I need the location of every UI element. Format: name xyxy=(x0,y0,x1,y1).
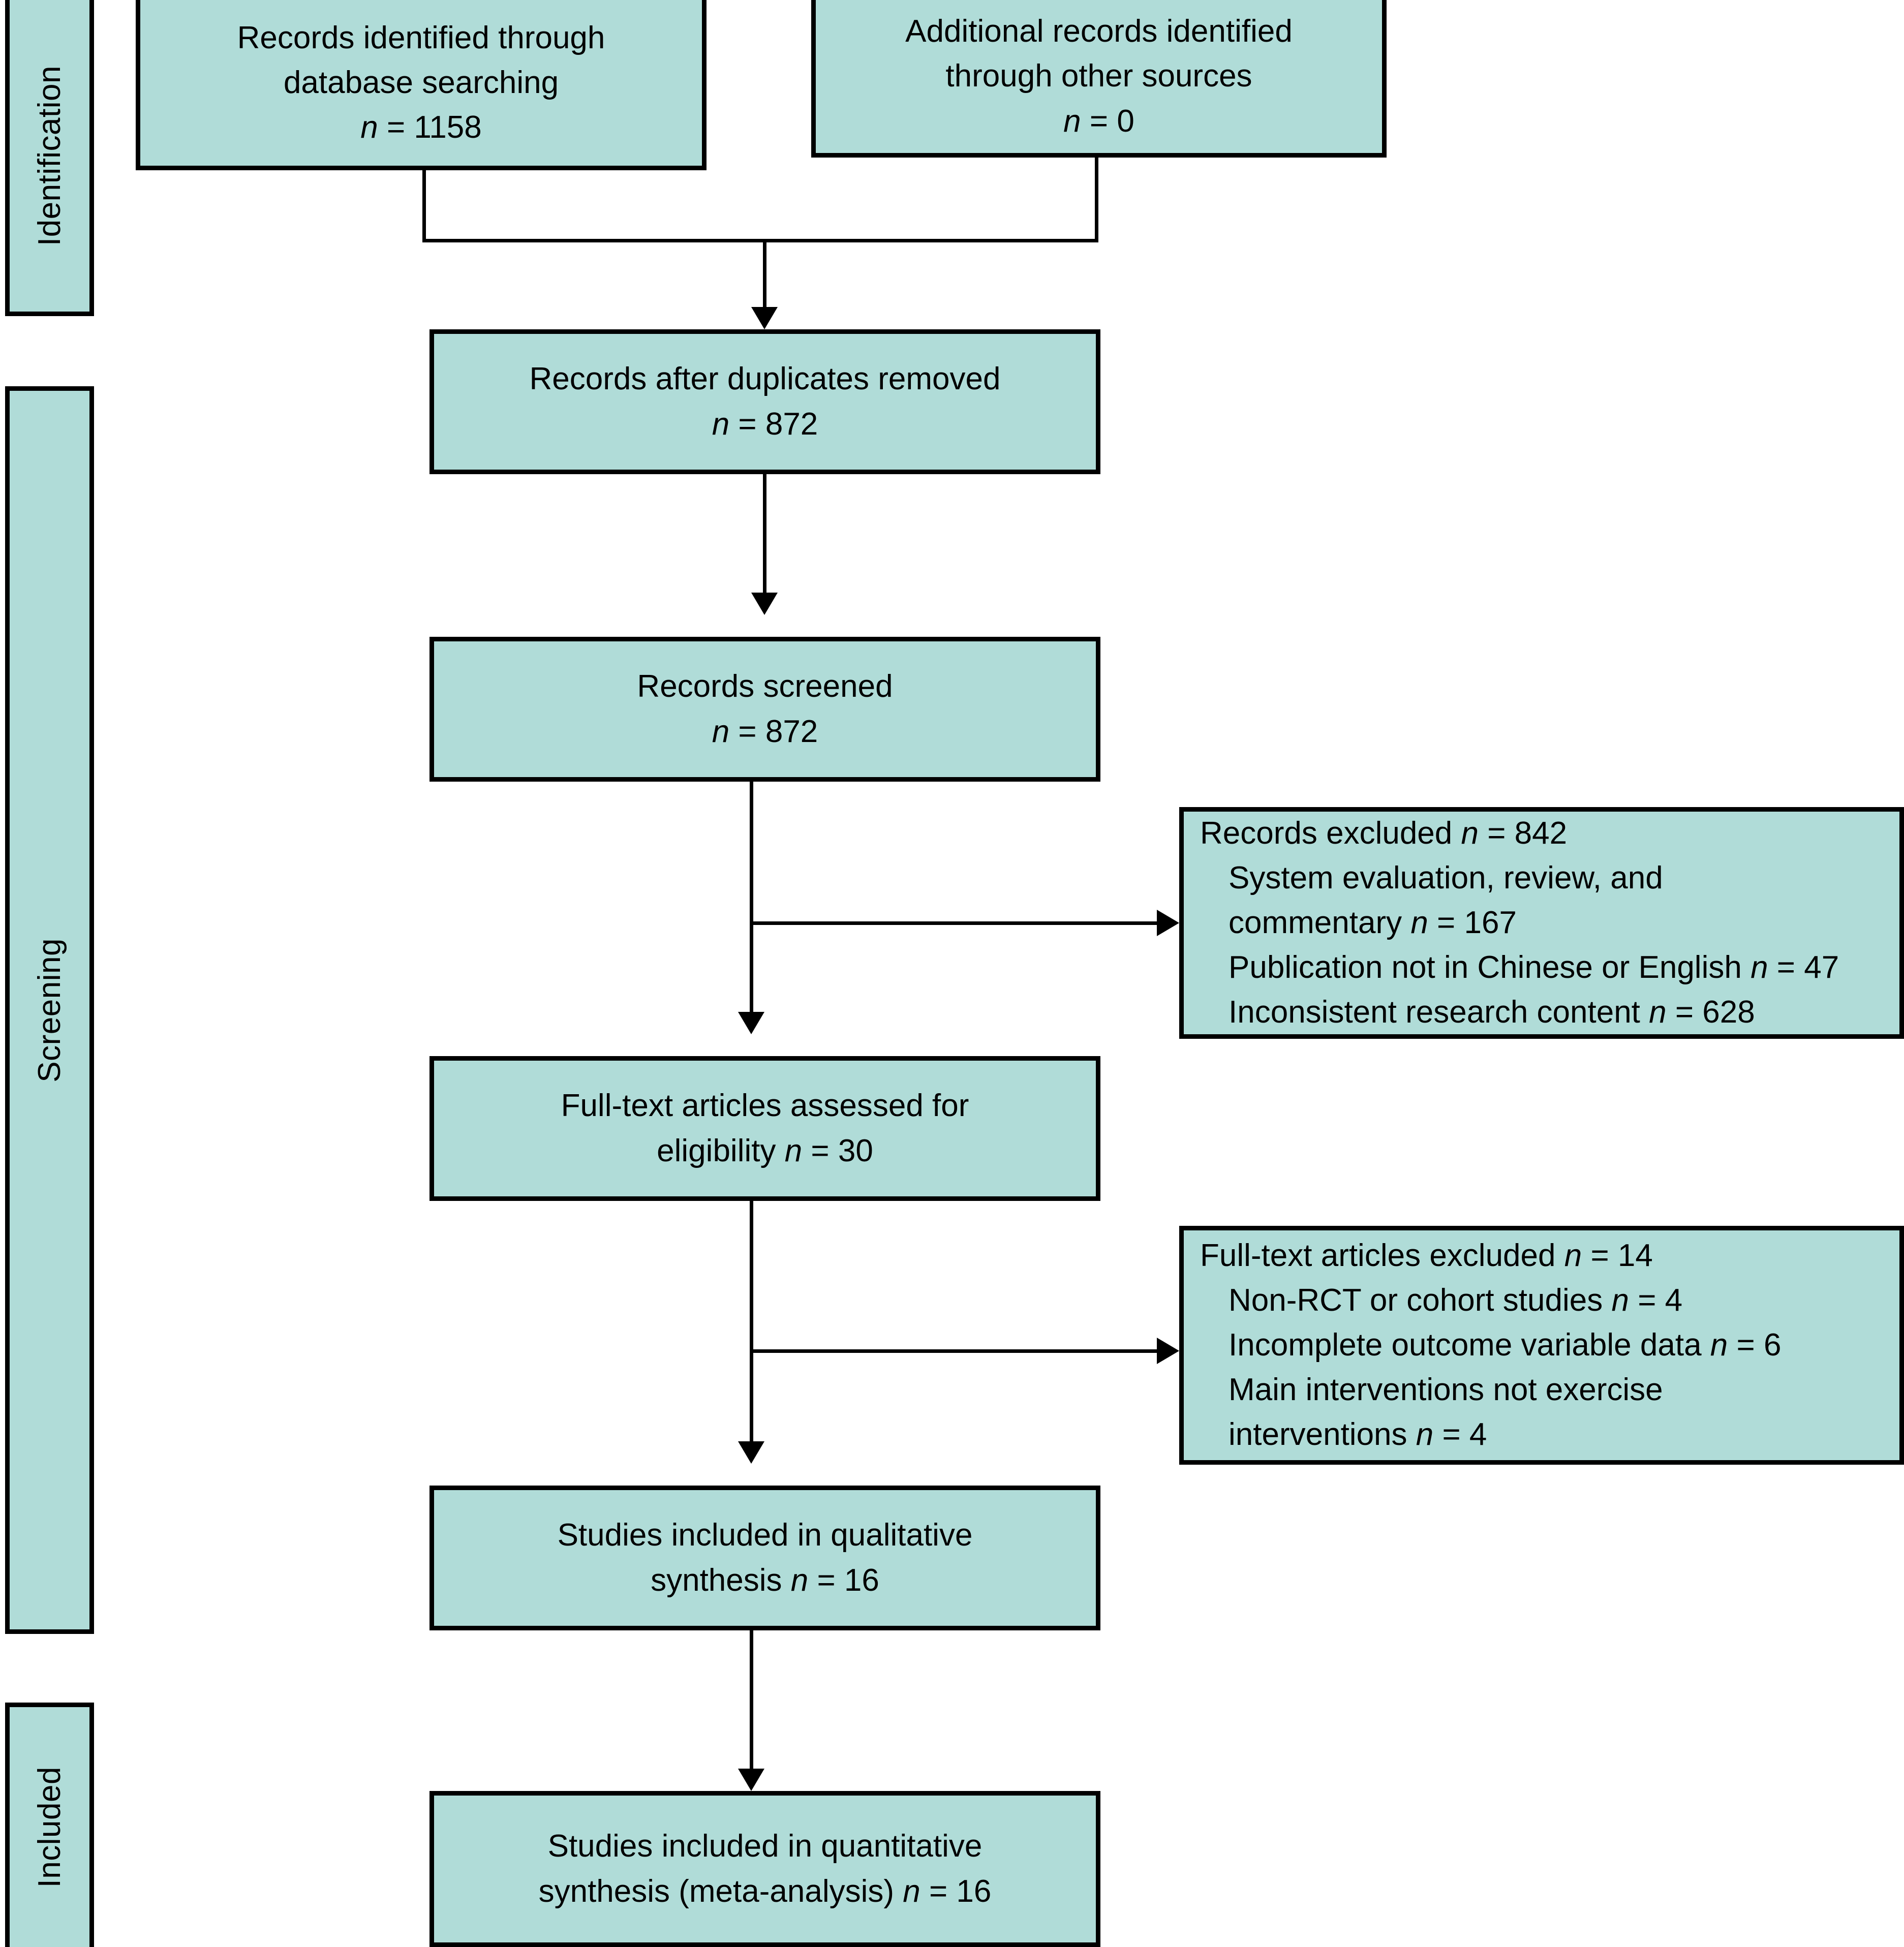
excluded-reason: Inconsistent research content n = 628 xyxy=(1229,995,1755,1030)
excluded-reason: Non-RCT or cohort studies n = 4 xyxy=(1229,1282,1683,1318)
excluded-heading: Full-text articles excluded n = 14 xyxy=(1200,1238,1653,1273)
connector-qualitative-to-quantitative xyxy=(750,1630,753,1770)
node-records-screened: Records screened n = 872 xyxy=(429,637,1100,782)
arrow-to-fulltext-excluded xyxy=(1157,1338,1179,1364)
arrow-to-records-screened xyxy=(751,593,778,615)
node-count: n = 0 xyxy=(1063,103,1134,139)
arrow-to-fulltext-assessed xyxy=(738,1012,764,1034)
arrow-to-records-excluded xyxy=(1157,910,1179,936)
node-line: Additional records identified xyxy=(905,14,1293,49)
connector-db-search-drop xyxy=(422,170,426,242)
node-studies-quantitative-synthesis: Studies included in quantitative synthes… xyxy=(429,1791,1100,1947)
node-count: synthesis n = 16 xyxy=(651,1562,879,1598)
arrow-to-duplicates-removed xyxy=(751,307,778,329)
node-studies-qualitative-synthesis: Studies included in qualitative synthesi… xyxy=(429,1486,1100,1630)
connector-screened-to-fulltext xyxy=(750,782,753,1013)
excluded-heading: Records excluded n = 842 xyxy=(1200,815,1568,851)
node-count: n = 872 xyxy=(712,406,818,442)
node-line: Studies included in qualitative xyxy=(557,1518,973,1553)
excluded-reason: Main interventions not exercise xyxy=(1229,1372,1663,1408)
connector-merge-to-duplicates xyxy=(763,239,766,308)
connector-fulltext-to-qualitative xyxy=(750,1201,753,1442)
excluded-reason: System evaluation, review, and xyxy=(1229,860,1663,895)
excluded-reason: commentary n = 167 xyxy=(1229,905,1517,940)
node-line: Records after duplicates removed xyxy=(529,361,1001,397)
phase-label-screening: Screening xyxy=(32,938,67,1083)
node-records-after-duplicates-removed: Records after duplicates removed n = 872 xyxy=(429,329,1100,474)
arrow-to-quantitative-synthesis xyxy=(738,1769,764,1791)
excluded-reason: Publication not in Chinese or English n … xyxy=(1229,950,1839,985)
node-fulltext-excluded: Full-text articles excluded n = 14 Non-R… xyxy=(1179,1226,1904,1465)
node-line: Records screened xyxy=(637,669,893,704)
node-additional-records-other-sources: Additional records identified through ot… xyxy=(811,0,1387,158)
node-fulltext-assessed-eligibility: Full-text articles assessed for eligibil… xyxy=(429,1056,1100,1201)
phase-label-identification: Identification xyxy=(32,65,67,246)
node-records-excluded: Records excluded n = 842 System evaluati… xyxy=(1179,807,1904,1039)
node-count: n = 1158 xyxy=(360,110,482,145)
node-line: database searching xyxy=(283,65,559,100)
excluded-reason: Incomplete outcome variable data n = 6 xyxy=(1229,1327,1782,1363)
node-line: through other sources xyxy=(945,58,1252,94)
node-count: eligibility n = 30 xyxy=(657,1133,873,1168)
phase-band-identification: Identification xyxy=(5,0,94,316)
arrow-to-qualitative-synthesis xyxy=(738,1441,764,1464)
connector-branch-fulltext-excluded xyxy=(750,1349,1159,1353)
connector-other-sources-drop xyxy=(1095,158,1098,242)
phase-band-included: Included xyxy=(5,1703,94,1947)
excluded-reason: interventions n = 4 xyxy=(1229,1417,1487,1452)
node-line: Records identified through xyxy=(237,20,605,55)
node-line: Full-text articles assessed for xyxy=(561,1088,969,1124)
node-count: n = 872 xyxy=(712,714,818,749)
node-count: synthesis (meta-analysis) n = 16 xyxy=(538,1873,992,1909)
phase-band-screening: Screening xyxy=(5,386,94,1634)
connector-branch-records-excluded xyxy=(750,921,1159,925)
node-line: Studies included in quantitative xyxy=(547,1829,982,1864)
connector-duplicates-to-screened xyxy=(763,474,766,594)
node-records-identified-database: Records identified through database sear… xyxy=(136,0,707,170)
phase-label-included: Included xyxy=(32,1766,67,1888)
connector-merge-bar xyxy=(422,239,1098,242)
